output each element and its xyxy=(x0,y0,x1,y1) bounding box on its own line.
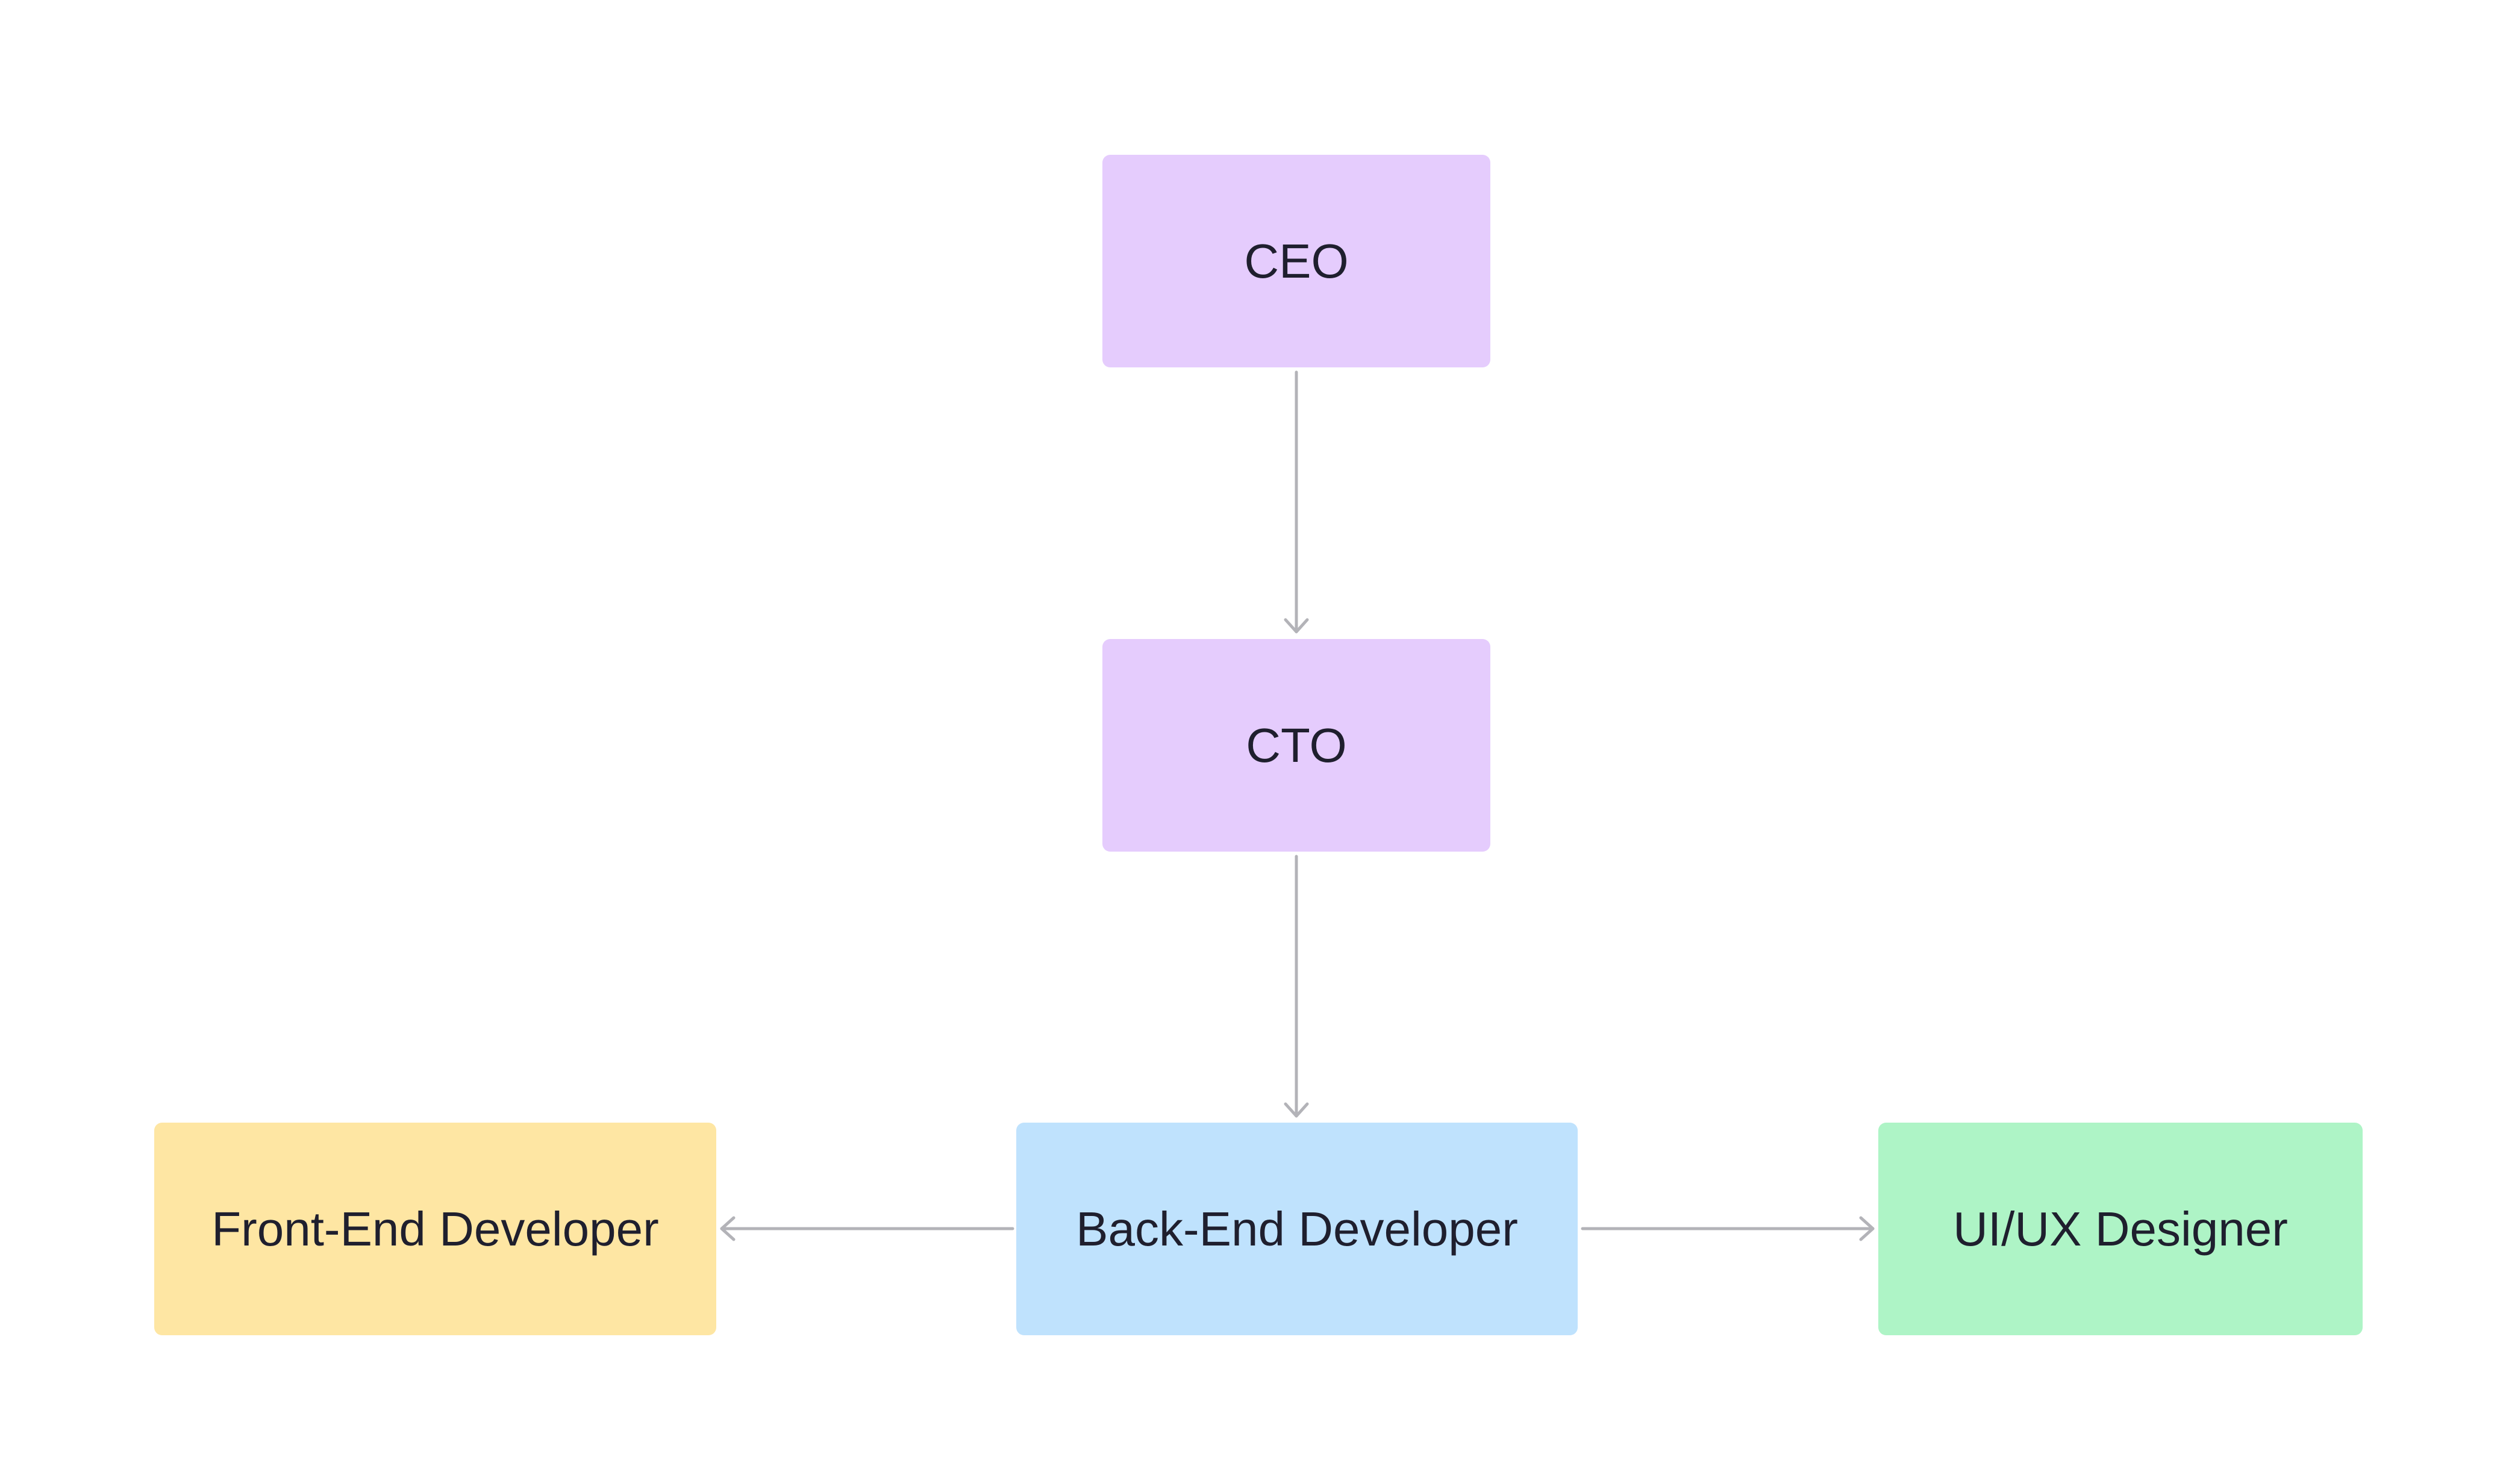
node-label-cto: CTO xyxy=(1246,718,1347,772)
edge-backend-to-frontend xyxy=(720,1216,1014,1241)
node-label-front-end-developer: Front-End Developer xyxy=(211,1202,659,1256)
node-label-ceo: CEO xyxy=(1244,234,1349,288)
edge-backend-to-uiux xyxy=(1581,1216,1875,1241)
node-label-back-end-developer: Back-End Developer xyxy=(1076,1202,1518,1256)
node-ceo[interactable]: CEO xyxy=(1102,155,1490,367)
edge-cto-to-backend xyxy=(1284,855,1309,1118)
node-cto[interactable]: CTO xyxy=(1102,639,1490,852)
edge-ceo-to-cto xyxy=(1284,370,1309,634)
node-ui-ux-designer[interactable]: UI/UX Designer xyxy=(1878,1123,2363,1335)
node-front-end-developer[interactable]: Front-End Developer xyxy=(154,1123,716,1335)
node-back-end-developer[interactable]: Back-End Developer xyxy=(1016,1123,1578,1335)
node-label-ui-ux-designer: UI/UX Designer xyxy=(1953,1202,2288,1256)
